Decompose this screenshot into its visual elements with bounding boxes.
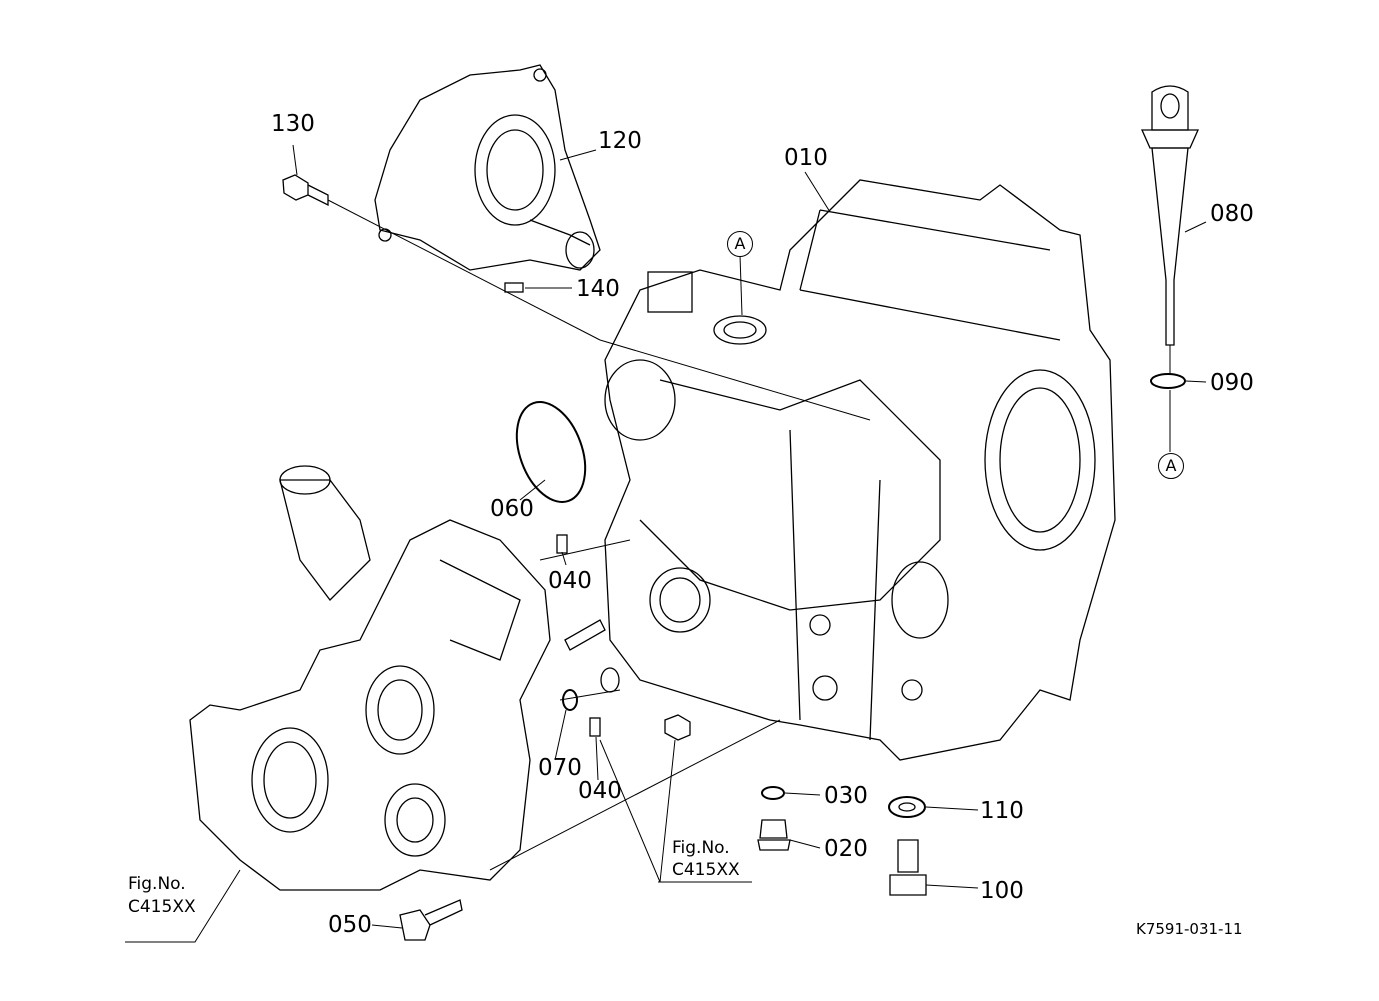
part-label-060[interactable]: 060 (490, 496, 534, 522)
part-label-130[interactable]: 130 (271, 111, 315, 137)
part-label-080[interactable]: 080 (1210, 201, 1254, 227)
o-ring-070 (562, 689, 578, 711)
part-label-100[interactable]: 100 (980, 878, 1024, 904)
cover-120 (374, 64, 601, 271)
transmission-case-010 (604, 179, 1116, 761)
part-label-020[interactable]: 020 (824, 836, 868, 862)
fig-ref-title-right: Fig.No. (672, 838, 730, 858)
nut (664, 714, 691, 741)
connector-mark-a-dipstick: A (1158, 453, 1184, 479)
o-ring-060 (515, 400, 587, 504)
bushing (600, 667, 620, 693)
part-label-110[interactable]: 110 (980, 798, 1024, 824)
part-label-050[interactable]: 050 (328, 912, 372, 938)
stud (564, 619, 606, 651)
pin-040-lower (589, 717, 601, 737)
part-label-120[interactable]: 120 (598, 128, 642, 154)
o-ring-090 (1150, 373, 1186, 389)
bolt-130 (282, 174, 601, 341)
washer-110-hole (898, 802, 916, 812)
washer-110 (888, 796, 926, 818)
part-label-040-lower[interactable]: 040 (578, 778, 622, 804)
leader-lines (125, 144, 1207, 943)
o-ring-030 (761, 786, 785, 800)
fig-ref-code-right[interactable]: C415XX (672, 860, 740, 880)
pin-040-upper (556, 534, 568, 554)
bolt-050 (399, 899, 463, 941)
connector-mark-a-top: A (727, 231, 753, 257)
fig-ref-title-left: Fig.No. (128, 874, 186, 894)
diagram-code: K7591-031-11 (1136, 920, 1243, 938)
fig-ref-code-left[interactable]: C415XX (128, 897, 196, 917)
part-label-090[interactable]: 090 (1210, 370, 1254, 396)
pin-140 (504, 282, 524, 293)
part-label-070[interactable]: 070 (538, 755, 582, 781)
part-label-010[interactable]: 010 (784, 145, 828, 171)
drain-plug-020 (757, 819, 791, 851)
rear-case (189, 465, 551, 891)
dipstick-080 (1140, 85, 1200, 346)
part-label-040-upper[interactable]: 040 (548, 568, 592, 594)
plug-100 (889, 839, 927, 896)
part-label-140[interactable]: 140 (576, 276, 620, 302)
part-label-030[interactable]: 030 (824, 783, 868, 809)
